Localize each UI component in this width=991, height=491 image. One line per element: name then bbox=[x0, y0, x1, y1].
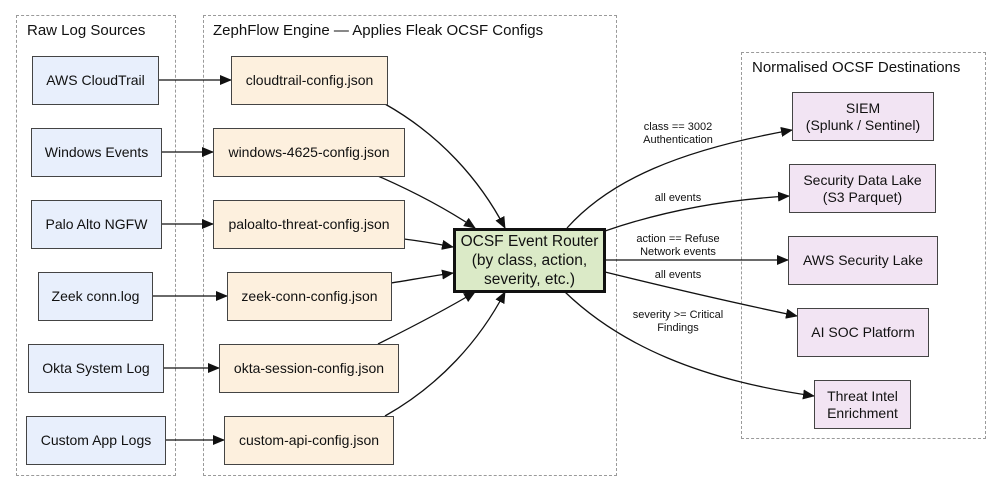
edge-custom-config-to-router bbox=[384, 291, 506, 417]
group-title-zephflow-engine: ZephFlow Engine — Applies Fleak OCSF Con… bbox=[213, 22, 544, 39]
edge-label-data-lake: all events bbox=[654, 192, 702, 204]
destination-aws-security-lake[interactable]: AWS Security Lake bbox=[788, 236, 938, 285]
source-zeek-conn-log[interactable]: Zeek conn.log bbox=[38, 272, 153, 321]
group-zephflow-engine bbox=[203, 15, 617, 476]
source-okta-system-log[interactable]: Okta System Log bbox=[28, 344, 164, 393]
group-raw-log-sources bbox=[16, 15, 176, 476]
config-windows-4625[interactable]: windows-4625-config.json bbox=[213, 128, 405, 177]
ocsf-event-router[interactable]: OCSF Event Router (by class, action, sev… bbox=[453, 228, 606, 293]
edge-windows-config-to-router bbox=[377, 175, 476, 229]
edge-zeek-config-to-router bbox=[390, 269, 454, 284]
edge-label-aws-security-lake: action == Refuse Network events bbox=[636, 233, 720, 258]
destination-security-data-lake[interactable]: Security Data Lake (S3 Parquet) bbox=[789, 164, 936, 213]
source-aws-cloudtrail[interactable]: AWS CloudTrail bbox=[32, 56, 159, 105]
config-zeek-conn[interactable]: zeek-conn-config.json bbox=[227, 272, 392, 321]
edge-cloudtrail-config-to-router bbox=[384, 103, 506, 229]
edge-label-threat-intel: severity >= Critical Findings bbox=[632, 309, 724, 334]
source-palo-alto-ngfw[interactable]: Palo Alto NGFW bbox=[31, 200, 162, 249]
source-windows-events[interactable]: Windows Events bbox=[31, 128, 162, 177]
edge-router-to-data-lake bbox=[604, 191, 790, 232]
edge-label-ai-soc: all events bbox=[654, 269, 702, 281]
edge-router-to-siem bbox=[566, 127, 793, 229]
edge-label-siem: class == 3002 Authentication bbox=[643, 121, 713, 146]
group-destinations bbox=[741, 52, 986, 439]
config-custom-api[interactable]: custom-api-config.json bbox=[224, 416, 394, 465]
edge-okta-config-to-router bbox=[377, 291, 476, 345]
group-title-raw-log-sources: Raw Log Sources bbox=[27, 22, 146, 39]
config-okta-session[interactable]: okta-session-config.json bbox=[219, 344, 399, 393]
group-title-destinations: Normalised OCSF Destinations bbox=[752, 59, 961, 76]
edge-paloalto-config-to-router bbox=[403, 238, 454, 250]
edge-router-to-ai-soc bbox=[604, 271, 798, 319]
source-custom-app-logs[interactable]: Custom App Logs bbox=[26, 416, 166, 465]
destination-threat-intel-enrichment[interactable]: Threat Intel Enrichment bbox=[814, 380, 911, 429]
config-cloudtrail[interactable]: cloudtrail-config.json bbox=[231, 56, 388, 105]
edge-router-to-threat-intel bbox=[564, 291, 815, 400]
config-paloalto-threat[interactable]: paloalto-threat-config.json bbox=[213, 200, 405, 249]
destination-siem[interactable]: SIEM (Splunk / Sentinel) bbox=[792, 92, 934, 141]
destination-ai-soc-platform[interactable]: AI SOC Platform bbox=[797, 308, 929, 357]
